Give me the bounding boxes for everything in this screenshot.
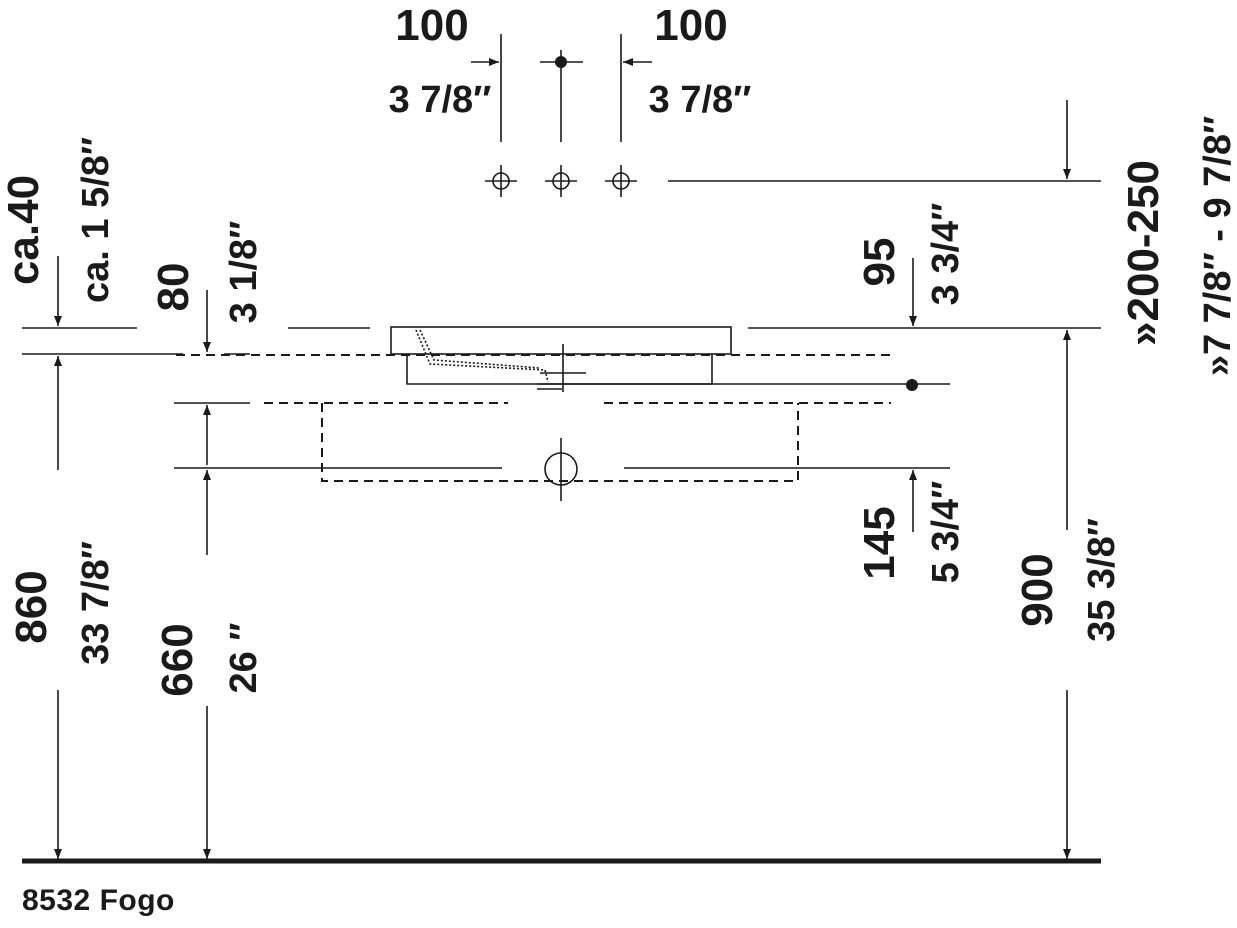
basin-outline — [390, 326, 732, 392]
model-caption: 8532 Fogo — [22, 884, 175, 917]
rim-mm-label: 95 — [855, 238, 904, 287]
floor-right-mm-label: 900 — [1013, 553, 1062, 626]
bowl-depth-in-label: 3 1/8″ — [223, 221, 265, 324]
overflow-in-label: ca. 1 5/8″ — [75, 137, 117, 303]
floor-mid-mm-label: 660 — [153, 623, 202, 696]
overflow-mm-label: ca.40 — [0, 175, 48, 285]
dimension-arrows — [54, 100, 1071, 859]
floor-mid-in-label: 26 ″ — [223, 622, 265, 693]
trap-mm-label: 145 — [855, 506, 904, 579]
trap-in-label: 5 3/4″ — [925, 481, 967, 584]
tap-left-mm-label: 100 — [395, 1, 468, 50]
reference-lines — [22, 327, 1101, 404]
floor-right-in-label: 35 3/8″ — [1081, 518, 1123, 642]
floor-left-mm-label: 860 — [7, 570, 56, 643]
floor-left-in-label: 33 7/8″ — [75, 541, 117, 665]
countertop-dashed — [176, 354, 891, 482]
tap-height-mm-label: »200-250 — [1119, 160, 1168, 346]
tap-right-in-label: 3 7/8″ — [649, 79, 752, 121]
tap-spacing-dims — [471, 34, 652, 142]
tap-height-in-label: »7 7/8″ - 9 7/8″ — [1197, 116, 1237, 376]
rim-in-label: 3 3/4″ — [925, 203, 967, 306]
tap-right-mm-label: 100 — [654, 1, 727, 50]
drain-symbol — [174, 438, 950, 501]
tap-left-in-label: 3 7/8″ — [389, 79, 492, 121]
bowl-depth-mm-label: 80 — [149, 263, 198, 312]
tap-holes — [485, 165, 1101, 197]
